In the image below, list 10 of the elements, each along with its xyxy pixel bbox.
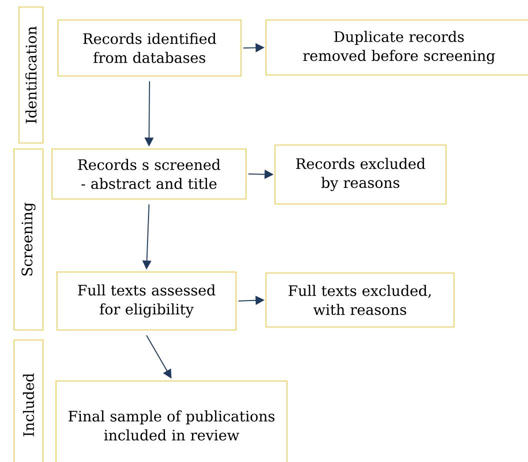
process-box: Records excluded by reasons: [274, 144, 446, 204]
process-box: Records identified from databases: [58, 20, 242, 76]
process-box: Full texts excluded, with reasons: [266, 272, 454, 328]
process-box: Duplicate records removed before screening: [266, 20, 528, 76]
phase-label: Included: [14, 340, 44, 462]
process-box: Full texts assessed for eligibility: [56, 272, 236, 330]
phase-label: Screening: [14, 148, 44, 330]
process-box: Records s screened - abstract and title: [52, 148, 246, 200]
process-box: Final sample of publications included in review: [56, 380, 288, 462]
phase-label: Identification: [18, 6, 44, 144]
